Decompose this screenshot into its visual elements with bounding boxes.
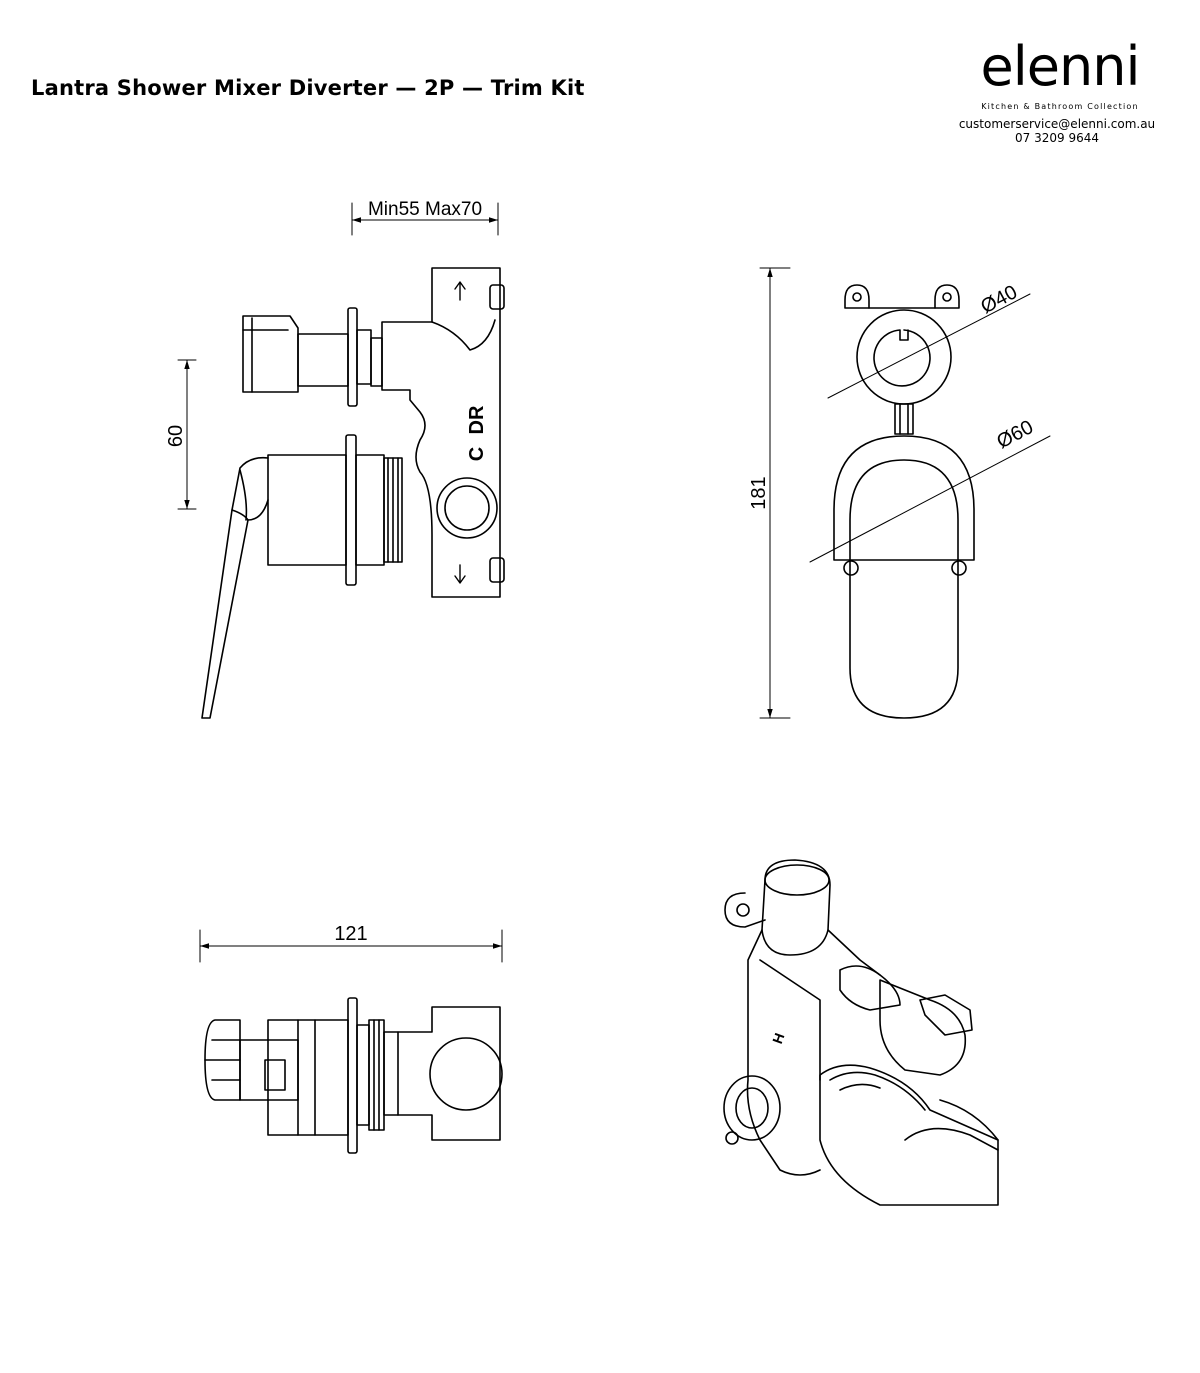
logo-text: elenni: [980, 35, 1141, 98]
diverter-marking: DR: [466, 405, 488, 434]
depth-range-label: Min55 Max70: [368, 199, 482, 220]
brand-block: elenni Kitchen & Bathroom Collection: [960, 40, 1160, 112]
small-diameter-label: Ø40: [977, 281, 1021, 318]
vertical-spacing-label: 60: [165, 425, 187, 447]
brand-tagline: Kitchen & Bathroom Collection: [981, 102, 1139, 111]
cold-marking: C: [466, 447, 488, 461]
large-diameter-label: Ø60: [993, 416, 1037, 453]
total-width-label: 121: [334, 923, 367, 945]
contact-info: customerservice@elenni.com.au 07 3209 96…: [952, 117, 1162, 145]
side-view: [177, 202, 505, 719]
brand-logo: elenni: [960, 40, 1160, 102]
front-view: [759, 267, 1051, 719]
page-title: Lantra Shower Mixer Diverter — 2P — Trim…: [31, 76, 585, 100]
contact-phone: 07 3209 9644: [1015, 131, 1099, 145]
hot-marking: H: [769, 1031, 787, 1046]
isometric-view: [723, 859, 999, 1206]
top-view: [199, 929, 503, 1154]
total-height-label: 181: [748, 476, 770, 509]
contact-email[interactable]: customerservice@elenni.com.au: [958, 117, 1156, 131]
